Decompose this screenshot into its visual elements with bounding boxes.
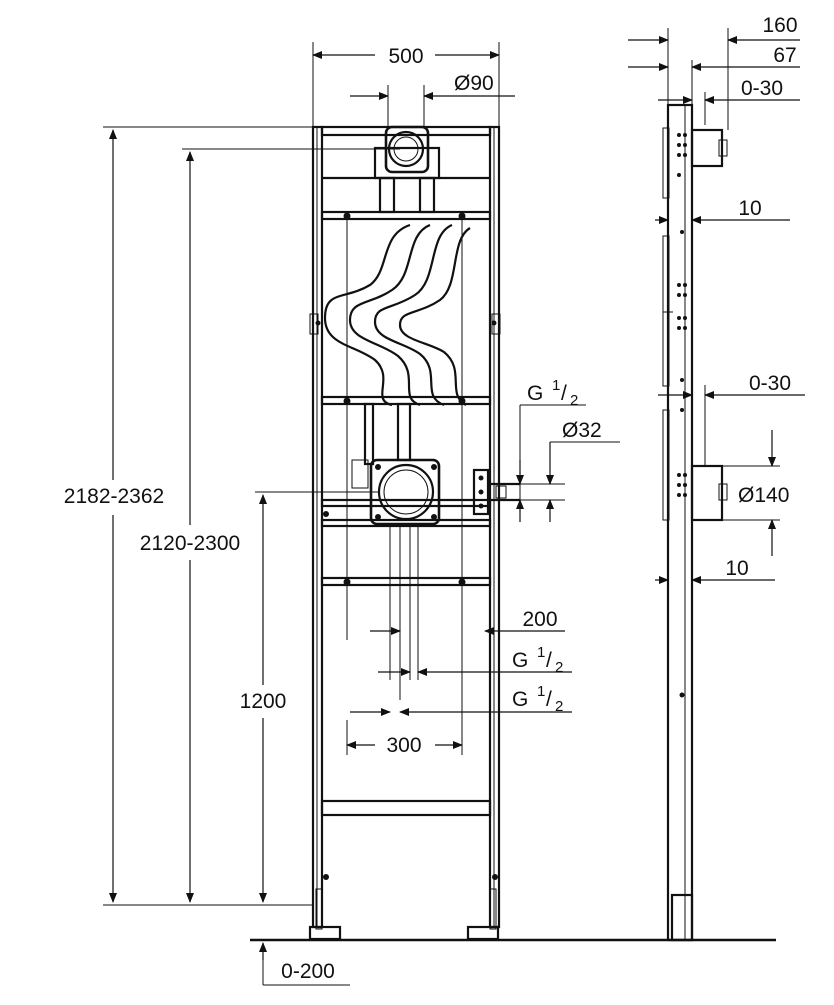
adjust-mid-label: 0-30 <box>749 372 791 395</box>
front-view: 500 Ø90 2182-2362 2120-2300 1200 200 G <box>64 42 776 986</box>
spacing-label: 300 <box>386 734 421 757</box>
side-holes <box>677 133 687 698</box>
drain-diameter-label: Ø90 <box>454 72 494 95</box>
top-drain-fitting <box>373 125 441 214</box>
outlet-fitting <box>369 458 441 526</box>
svg-text:1: 1 <box>537 644 545 661</box>
thread-label-a: G 1 / 2 <box>512 644 563 676</box>
svg-text:2: 2 <box>555 659 563 676</box>
svg-text:G: G <box>512 688 528 711</box>
inlet-left-label: 200 <box>522 608 557 631</box>
flex-hose <box>323 223 471 407</box>
width-label: 500 <box>388 45 423 68</box>
outlet-height-label: 1200 <box>240 690 287 713</box>
svg-text:2: 2 <box>570 392 578 409</box>
svg-text:1: 1 <box>537 683 545 700</box>
right-post <box>466 125 501 941</box>
depth-inner-label: 67 <box>773 44 796 67</box>
svg-text:/: / <box>561 382 567 405</box>
frame-height-label: 2120-2300 <box>140 532 240 555</box>
svg-text:/: / <box>546 649 552 672</box>
svg-text:G: G <box>512 649 528 672</box>
depth-label: 160 <box>762 14 797 37</box>
pipe-diameter-label: Ø32 <box>562 419 602 442</box>
thread-label-side: G 1 / 2 <box>527 377 578 409</box>
gap-top-label: 10 <box>738 197 761 220</box>
svg-text:1: 1 <box>552 377 560 394</box>
floor-adjust-label: 0-200 <box>281 960 335 983</box>
outlet-diameter-label: Ø140 <box>738 484 789 507</box>
total-height-label: 2182-2362 <box>64 485 164 508</box>
gap-bottom-label: 10 <box>725 557 748 580</box>
thread-label-b: G 1 / 2 <box>512 683 563 715</box>
svg-text:G: G <box>527 382 543 405</box>
adjust-top-label: 0-30 <box>741 77 783 100</box>
side-connector <box>472 468 520 516</box>
side-view: 160 67 0-30 10 0-30 Ø140 10 <box>628 14 805 942</box>
side-outlet-fitting <box>690 464 724 522</box>
mounting-dots <box>315 212 498 880</box>
side-profile <box>666 103 694 942</box>
left-post <box>308 125 342 941</box>
side-top-fitting <box>690 128 724 168</box>
svg-text:2: 2 <box>555 698 563 715</box>
svg-text:/: / <box>546 688 552 711</box>
